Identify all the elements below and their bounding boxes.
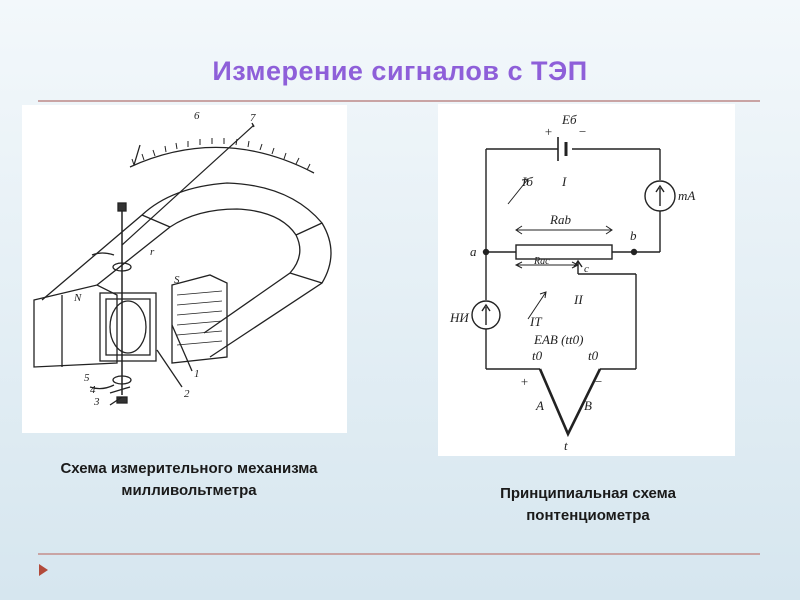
label-6: 6 xyxy=(194,110,200,122)
label-7: 7 xyxy=(250,112,256,124)
magnet-outer xyxy=(41,182,332,358)
label-s: S xyxy=(174,274,180,286)
thermocouple xyxy=(538,368,602,438)
millivoltmeter-figure: 6 7 N S r 1 2 3 4 5 xyxy=(22,105,347,433)
label-rac: Rac xyxy=(533,256,550,267)
slide-title: Измерение сигналов с ТЭП xyxy=(212,56,588,86)
label-a: a xyxy=(470,244,477,259)
label-2: 2 xyxy=(184,388,190,400)
resistor-rab xyxy=(515,244,613,260)
label-b-junction: B xyxy=(584,398,592,413)
millivoltmeter-drawing: 6 7 N S r 1 2 3 4 5 xyxy=(33,110,332,408)
label-1: 1 xyxy=(194,368,200,380)
scale-arc xyxy=(129,146,315,174)
label-ma: mA xyxy=(678,188,695,203)
scale-ticks xyxy=(131,138,311,171)
label-e-ab: EAB (tt0) xyxy=(533,332,583,347)
label-i-t: IT xyxy=(529,314,542,329)
label-5: 5 xyxy=(84,372,90,384)
label-t: t xyxy=(564,438,568,453)
label-rab: Rab xyxy=(549,212,571,227)
label-plus-bottom: + xyxy=(520,374,529,389)
label-c: c xyxy=(584,263,589,275)
label-plus-top: + xyxy=(544,124,553,139)
label-t0-left: t0 xyxy=(532,348,543,363)
core xyxy=(109,300,147,354)
label-minus-top: − xyxy=(578,124,587,139)
label-3: 3 xyxy=(93,396,100,408)
right-caption: Принципиальная схема понтенциометра xyxy=(500,485,676,524)
label-roman-1: I xyxy=(561,174,567,189)
pole-s xyxy=(171,274,228,364)
pole-n xyxy=(33,284,118,368)
next-slide-arrow-icon[interactable] xyxy=(39,564,48,576)
label-e-b: Eб xyxy=(561,112,577,127)
moving-coil xyxy=(99,292,157,362)
label-ni: НИ xyxy=(449,310,469,325)
potentiometer-figure: + − Eб Iб I mA Rab a b Rac c II НИ IT EA… xyxy=(438,104,735,456)
pointer xyxy=(121,124,255,246)
label-roman-2: II xyxy=(573,292,583,307)
label-b: b xyxy=(630,228,637,243)
label-t0-right: t0 xyxy=(588,348,599,363)
slider-contact xyxy=(573,259,583,274)
label-i-b: Iб xyxy=(521,174,533,189)
potentiometer-schematic: + − Eб Iб I mA Rab a b Rac c II НИ IT EA… xyxy=(449,112,695,453)
top-divider xyxy=(38,100,760,102)
left-caption: Схема измерительного механизма милливоль… xyxy=(60,460,318,499)
label-4: 4 xyxy=(90,384,96,396)
magnet-inner xyxy=(96,208,301,334)
bottom-divider xyxy=(38,553,760,555)
label-minus-bottom: − xyxy=(594,374,603,389)
label-n: N xyxy=(73,292,82,304)
label-r: r xyxy=(150,246,155,258)
label-a-junction: A xyxy=(535,398,544,413)
